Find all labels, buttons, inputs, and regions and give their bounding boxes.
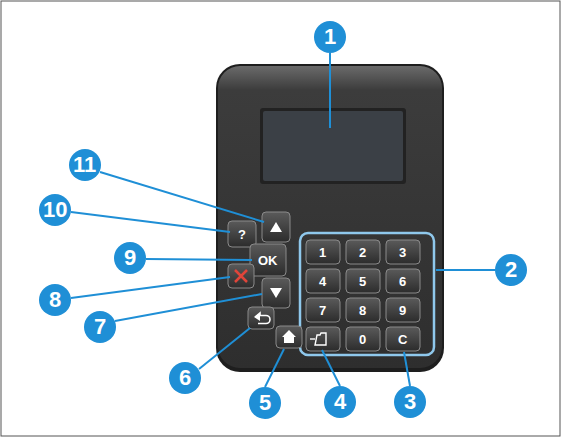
keys xyxy=(228,212,420,351)
key-label: C xyxy=(398,333,407,346)
key-label: ? xyxy=(238,228,246,241)
cancel-x-icon xyxy=(235,270,247,282)
key-button xyxy=(306,269,340,293)
callout-number: 1 xyxy=(324,26,336,48)
callout-number: 5 xyxy=(259,392,271,414)
callout-circle xyxy=(39,194,71,226)
key-button xyxy=(262,278,290,308)
leader-line xyxy=(199,328,250,369)
callout-circle xyxy=(495,254,527,286)
key-button xyxy=(346,327,380,351)
key-button xyxy=(228,221,256,247)
callout-number: 10 xyxy=(43,199,67,221)
callout-circle xyxy=(169,362,201,394)
key-label: 7 xyxy=(319,304,326,317)
key-label: 3 xyxy=(399,246,406,259)
key-button xyxy=(306,240,340,264)
callout-circle xyxy=(249,387,281,419)
leader-line xyxy=(436,269,495,271)
key-button xyxy=(386,298,420,322)
callout-circles xyxy=(39,21,527,419)
key-button xyxy=(306,298,340,322)
home-icon xyxy=(282,330,296,343)
callout-circle xyxy=(114,242,146,274)
leader-lines xyxy=(71,53,495,387)
callout-number: 7 xyxy=(94,316,106,338)
key-label: 8 xyxy=(359,304,366,317)
key-button xyxy=(386,269,420,293)
callout-number: 6 xyxy=(179,367,191,389)
key-label: 6 xyxy=(399,275,406,288)
key-label: OK xyxy=(258,254,278,267)
callout-number: 8 xyxy=(49,289,61,311)
leader-line xyxy=(329,53,331,128)
keypad-outline xyxy=(300,233,434,355)
key-label: 0 xyxy=(359,333,366,346)
leader-line xyxy=(265,349,284,387)
up-arrow-icon xyxy=(270,222,282,232)
folder-icon xyxy=(315,333,326,345)
key-button xyxy=(276,326,302,348)
callout-circle xyxy=(324,386,356,418)
back-icon xyxy=(255,313,270,324)
callout-circle xyxy=(69,149,101,181)
key-label: 5 xyxy=(359,275,366,288)
key-button xyxy=(346,269,380,293)
folder-plus xyxy=(310,338,315,339)
callout-circle xyxy=(84,311,116,343)
back-arrowhead xyxy=(254,313,260,321)
callout-circle xyxy=(394,386,426,418)
key-button xyxy=(228,264,254,288)
leader-line xyxy=(322,350,340,386)
key-button xyxy=(248,307,274,329)
down-arrow-icon xyxy=(270,288,282,298)
callout-number: 9 xyxy=(124,247,136,269)
leader-line xyxy=(71,277,230,298)
key-button xyxy=(346,240,380,264)
display-screen xyxy=(263,111,403,181)
key-button xyxy=(306,327,340,351)
key-button xyxy=(386,240,420,264)
callout-circle xyxy=(314,21,346,53)
key-button xyxy=(250,244,286,276)
leader-line xyxy=(100,172,264,222)
key-label: 2 xyxy=(359,246,366,259)
leader-line xyxy=(146,259,252,260)
leader-line xyxy=(115,294,262,321)
callout-number: 3 xyxy=(404,391,416,413)
screen-bezel xyxy=(260,108,406,184)
callout-number: 11 xyxy=(73,154,96,176)
key-button xyxy=(386,327,420,351)
leader-line xyxy=(404,352,410,386)
callout-number: 2 xyxy=(505,259,517,281)
callout-number: 4 xyxy=(334,391,346,413)
key-button xyxy=(346,298,380,322)
leader-line xyxy=(71,212,230,232)
key-label: 4 xyxy=(319,275,326,288)
key-button xyxy=(262,212,290,242)
callout-circle xyxy=(39,284,71,316)
key-label: 1 xyxy=(319,246,326,259)
key-label: 9 xyxy=(399,304,406,317)
